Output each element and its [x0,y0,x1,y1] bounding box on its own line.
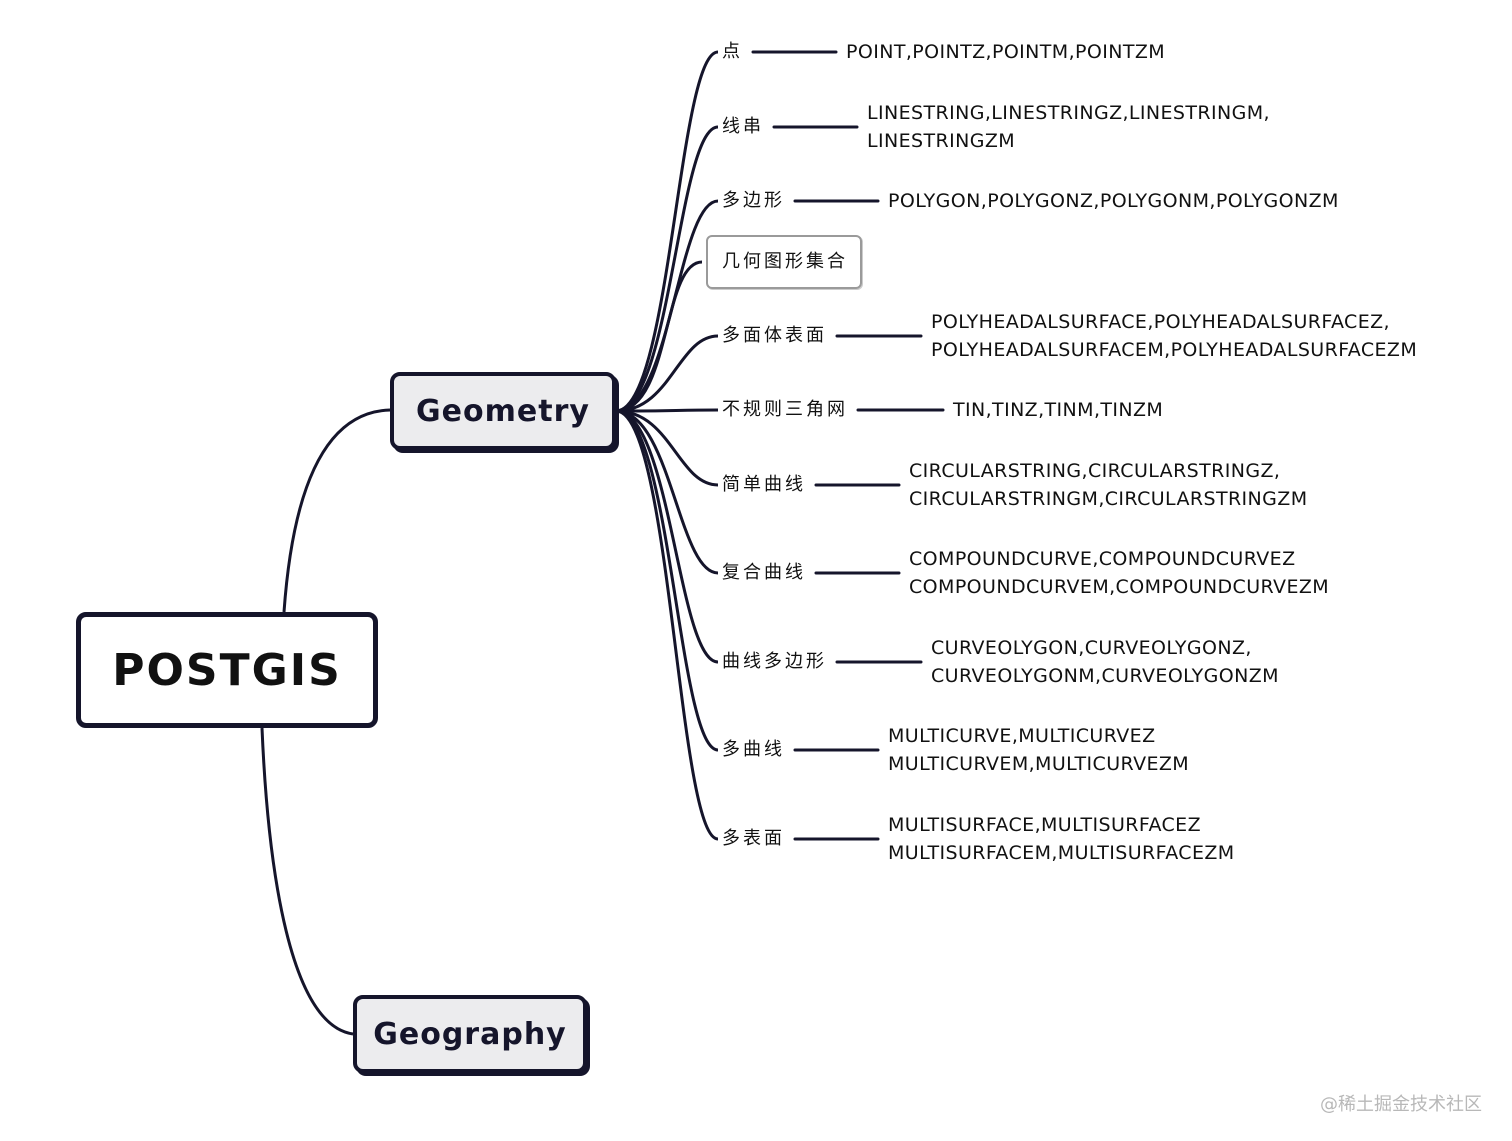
category-label: 不规则三角网 [722,399,848,420]
types-tin: TIN,TINZ,TINM,TINZM [953,396,1163,424]
category-point[interactable]: 点 [722,41,743,63]
geometry-child-link [615,409,719,575]
geometry-child-link [615,409,719,487]
category-label: 线串 [722,116,764,137]
types-curve-polygon: CURVEOLYGON,CURVEOLYGONZ, CURVEOLYGONM,CU… [931,634,1279,690]
types-line: TIN,TINZ,TINM,TINZM [953,399,1164,421]
types-line: MULTISURFACEM,MULTISURFACEZM [888,842,1235,864]
category-multi-surface[interactable]: 多表面 [722,828,785,850]
root-node-postgis[interactable]: POSTGIS [76,612,378,728]
category-label: 多面体表面 [722,325,827,346]
types-line: MULTICURVEM,MULTICURVEZM [888,753,1190,775]
branch-node-geometry[interactable]: Geometry [390,372,616,450]
types-line: POLYHEADALSURFACE,POLYHEADALSURFACEZ, [931,311,1390,333]
category-label: 多曲线 [722,739,785,760]
types-polygon: POLYGON,POLYGONZ,POLYGONM,POLYGONZM [888,187,1339,215]
types-line: MULTICURVE,MULTICURVEZ [888,725,1156,747]
types-line: COMPOUNDCURVEM,COMPOUNDCURVEZM [909,576,1330,598]
category-geometry-collection[interactable]: 几何图形集合 [706,235,862,289]
types-line: LINESTRING,LINESTRINGZ,LINESTRINGM, [867,102,1270,124]
types-multi-curve: MULTICURVE,MULTICURVEZ MULTICURVEM,MULTIC… [888,722,1189,778]
category-label: 简单曲线 [722,474,806,495]
watermark-text: @稀土掘金技术社区 [1320,1094,1482,1115]
geometry-child-link [615,409,719,664]
types-line: COMPOUNDCURVE,COMPOUNDCURVEZ [909,548,1296,570]
types-line: CURVEOLYGONM,CURVEOLYGONZM [931,665,1279,687]
types-polyhedral-surface: POLYHEADALSURFACE,POLYHEADALSURFACEZ, POL… [931,308,1417,364]
types-line: POLYGON,POLYGONZ,POLYGONM,POLYGONZM [888,190,1339,212]
category-label: 多边形 [722,190,785,211]
types-line: CURVEOLYGON,CURVEOLYGONZ, [931,637,1252,659]
root-to-geometry-link [282,408,391,613]
category-tin[interactable]: 不规则三角网 [722,399,848,421]
category-label: 点 [722,41,743,62]
types-linestring: LINESTRING,LINESTRINGZ,LINESTRINGM, LINES… [867,99,1270,155]
geometry-child-links [615,50,945,841]
root-label: POSTGIS [112,644,342,696]
types-line: MULTISURFACE,MULTISURFACEZ [888,814,1201,836]
geometry-child-link [615,409,719,752]
types-point: POINT,POINTZ,POINTM,POINTZM [846,38,1165,66]
geometry-child-link [615,125,719,413]
category-label: 复合曲线 [722,562,806,583]
category-polyhedral-surface[interactable]: 多面体表面 [722,325,827,347]
category-compound-curve[interactable]: 复合曲线 [722,562,806,584]
category-label: 曲线多边形 [722,651,827,672]
geometry-child-link [615,50,719,413]
types-line: POINT,POINTZ,POINTM,POINTZM [846,41,1166,63]
types-line: POLYHEADALSURFACEM,POLYHEADALSURFACEZM [931,339,1418,361]
category-curve-polygon[interactable]: 曲线多边形 [722,651,827,673]
root-to-geography-link [260,727,354,1036]
branch-node-geography[interactable]: Geography [353,995,587,1073]
branch-label-geography: Geography [373,1016,567,1052]
category-linestring[interactable]: 线串 [722,116,764,138]
geometry-child-link [615,408,719,413]
geometry-child-link [615,260,703,413]
types-circular-string: CIRCULARSTRING,CIRCULARSTRINGZ, CIRCULARS… [909,457,1308,513]
types-line: CIRCULARSTRING,CIRCULARSTRINGZ, [909,460,1281,482]
branch-label-geometry: Geometry [416,393,590,429]
types-line: LINESTRINGZM [867,130,1016,152]
category-label: 几何图形集合 [722,251,848,272]
types-compound-curve: COMPOUNDCURVE,COMPOUNDCURVEZ COMPOUNDCURV… [909,545,1329,601]
category-circular-string[interactable]: 简单曲线 [722,474,806,496]
types-multi-surface: MULTISURFACE,MULTISURFACEZ MULTISURFACEM,… [888,811,1235,867]
category-multi-curve[interactable]: 多曲线 [722,739,785,761]
geometry-child-link [615,409,719,841]
geometry-child-link [615,334,719,413]
category-label: 多表面 [722,828,785,849]
category-polygon[interactable]: 多边形 [722,190,785,212]
types-line: CIRCULARSTRINGM,CIRCULARSTRINGZM [909,488,1308,510]
